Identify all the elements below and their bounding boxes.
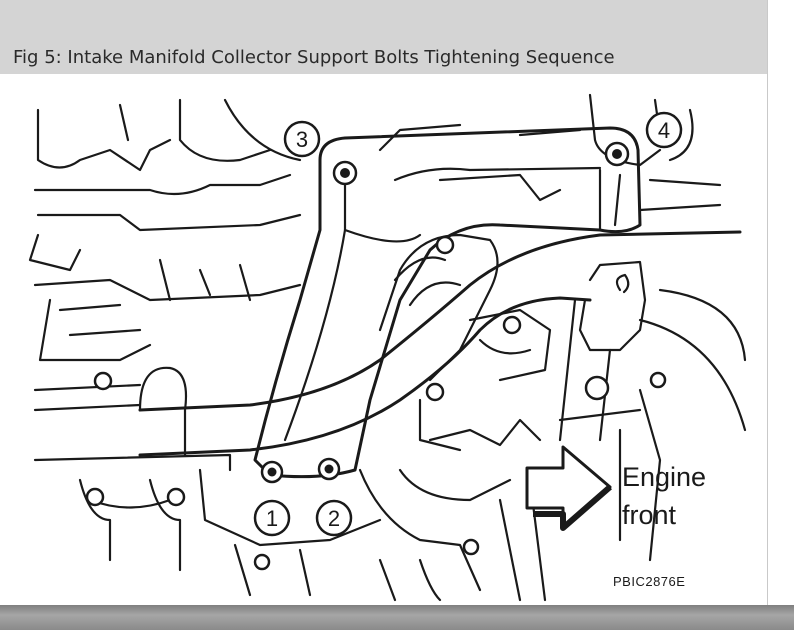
crossing-strut: [138, 230, 742, 412]
engine-front-label-line2: front: [622, 500, 677, 530]
engine-front-label-line1: Engine: [622, 462, 706, 492]
engine-outline: [58, 303, 142, 337]
engine-outline: [478, 338, 532, 355]
engine-outline: [178, 98, 272, 162]
engine-outline: [418, 398, 462, 452]
bolt-misc: [462, 538, 480, 556]
engine-outline: [658, 288, 747, 362]
callout-2-label: 2: [328, 506, 340, 531]
bolt-misc: [166, 487, 186, 507]
engine-outline: [198, 468, 382, 547]
bolt-misc: [85, 487, 105, 507]
bolt-2-center: [324, 464, 334, 474]
engine-outline: [38, 298, 152, 362]
engine-outline: [358, 468, 482, 592]
callout-4: 4: [645, 111, 683, 149]
reference-code: PBIC2876E: [613, 574, 685, 589]
bracket-inner-edge: [343, 228, 422, 243]
engine-outline: [223, 98, 302, 162]
bracket-rib: [393, 166, 602, 182]
engine-outline: [438, 173, 562, 202]
right-gutter: [768, 0, 794, 605]
engine-outline: [233, 543, 312, 597]
bolt-misc: [649, 371, 667, 389]
bracket-inner-edge: [283, 163, 347, 442]
engine-front-arrow: [525, 445, 612, 531]
callout-4-label: 4: [658, 118, 670, 143]
caption-bar: Fig 5: Intake Manifold Collector Support…: [0, 0, 767, 74]
engine-outline: [598, 168, 622, 232]
strut-end-tab: [138, 366, 188, 457]
bolt-1-center: [267, 467, 277, 477]
engine-outline: [36, 108, 172, 172]
figure-caption: Fig 5: Intake Manifold Collector Support…: [13, 47, 615, 68]
engine-outline: [33, 173, 292, 196]
right-bracket: [615, 273, 630, 294]
bolt-misc: [253, 553, 271, 571]
bracket-opening: [378, 233, 499, 382]
engine-outline: [618, 388, 662, 562]
bolt-misc: [425, 382, 445, 402]
engine-outline: [36, 213, 302, 232]
engine-outline: [638, 318, 747, 432]
engine-outline: [28, 233, 82, 272]
engine-outline: [33, 383, 142, 412]
bolt-misc: [93, 371, 113, 391]
engine-outline: [398, 468, 512, 502]
bolt-3-center: [340, 168, 350, 178]
callout-1-label: 1: [266, 506, 278, 531]
bracket-opening: [393, 256, 462, 307]
engine-diagram: 1 2 3 4 Engine front PBIC2876E: [28, 93, 747, 602]
bolt-4-center: [612, 149, 622, 159]
bolt-misc: [435, 235, 455, 255]
engine-outline: [78, 478, 182, 572]
engine-outline: [428, 418, 542, 447]
engine-outline: [638, 178, 722, 212]
engine-outline: [378, 558, 442, 602]
bottom-bar: [0, 605, 794, 630]
collector-support-bracket: [253, 126, 642, 479]
callout-1: 1: [253, 499, 291, 537]
bolt-misc: [502, 315, 522, 335]
callout-3: 3: [283, 120, 321, 158]
callout-3-label: 3: [296, 127, 308, 152]
figure-frame: Fig 5: Intake Manifold Collector Support…: [0, 0, 768, 605]
engine-outline: [33, 278, 302, 302]
right-bracket: [578, 260, 647, 352]
callout-2: 2: [315, 499, 353, 537]
bolt-misc: [584, 375, 610, 401]
engine-outline: [33, 453, 232, 472]
engine-outline: [158, 258, 252, 302]
engine-outline: [378, 123, 582, 152]
engine-outline: [118, 103, 130, 142]
crossing-strut: [138, 296, 592, 457]
engine-outline: [558, 408, 642, 422]
